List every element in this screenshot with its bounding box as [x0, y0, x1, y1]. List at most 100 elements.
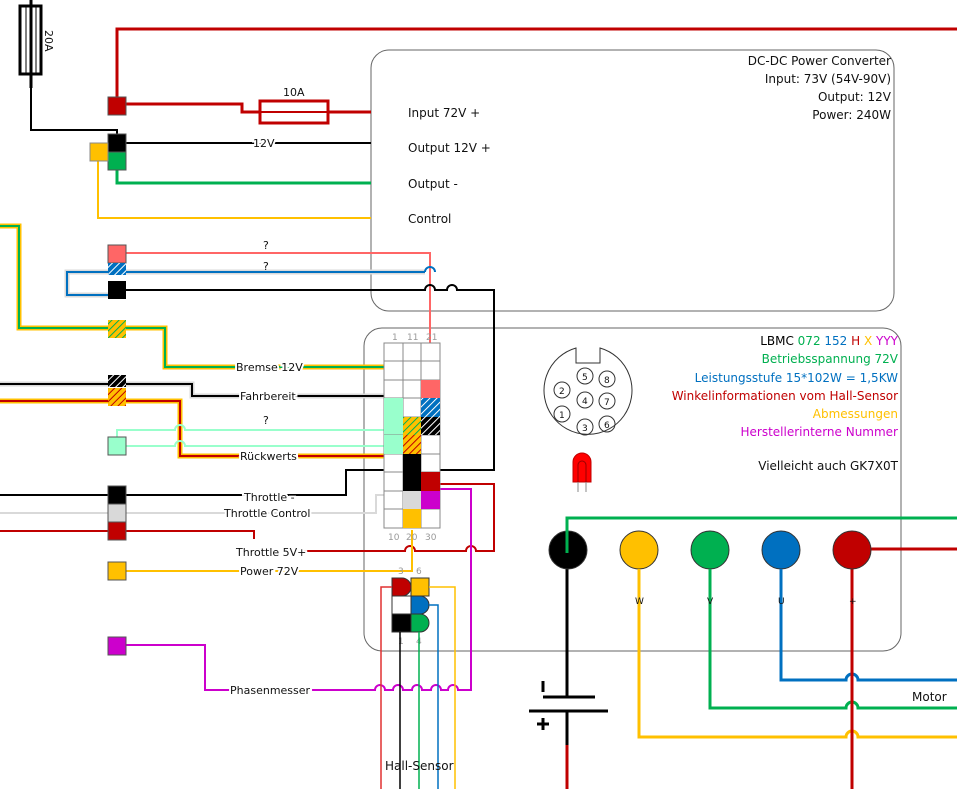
wire-control [97, 160, 371, 219]
hall-sensor-label: Hall-Sensor [385, 759, 454, 773]
controller-model: LBMC 072 152 H X YYY [760, 334, 898, 348]
wire-throttle-5v [300, 483, 495, 552]
motor-label: Motor [912, 690, 947, 704]
terminal-v [690, 530, 730, 570]
wire-reverse [0, 398, 415, 459]
grid-label-1: 1 [392, 333, 398, 343]
legend-0: Betriebsspannung 72V [762, 352, 899, 366]
round-connector [543, 347, 633, 436]
wire-label-throttle-control: Throttle Control [223, 507, 310, 520]
wire-label-ready: Fahrbereit [240, 390, 296, 403]
connector-salmon [107, 244, 127, 264]
connector-power72 [107, 561, 127, 581]
connector-throttle-gray [107, 503, 127, 523]
wire-phase-meter [125, 488, 472, 691]
legend-1: Leistungsstufe 15*102W = 1,5KW [695, 371, 898, 385]
wire-output-minus [115, 168, 371, 185]
model-part-0: LBMC [760, 334, 797, 348]
led-icon [572, 452, 592, 492]
wire-main-black [30, 88, 371, 144]
wire-brake-left [0, 223, 413, 395]
wire-label-12v: 12V [253, 137, 275, 150]
wire-label-reverse: Rückwerts [240, 450, 297, 463]
label-u: U [778, 597, 785, 607]
connector-throttle-black [107, 485, 127, 505]
pin-8: 8 [604, 376, 610, 386]
connector-black [107, 133, 127, 153]
hall-pin-6: 6 [416, 567, 422, 577]
grid-label-10: 10 [388, 533, 400, 543]
connector-mint [107, 436, 127, 456]
controller-box [363, 327, 902, 652]
wire-label-brake: Bremse 12V [236, 361, 303, 374]
hall-pin-1: 1 [398, 637, 404, 647]
alt-model: Vielleicht auch GK7X0T [758, 459, 898, 473]
converter-title: DC-DC Power Converter [748, 54, 891, 68]
label-w: W [635, 597, 644, 607]
wire-mint-1 [116, 416, 396, 440]
terminal-w [619, 530, 659, 570]
connector-throttle-red [107, 521, 127, 541]
legend-3: Abmessungen [813, 407, 898, 421]
wire-u-blue [779, 550, 957, 682]
grid-label-21: 21 [426, 333, 437, 343]
label-v: V [707, 597, 714, 607]
terminal-control: Control [408, 212, 451, 226]
pin-7: 7 [604, 398, 610, 408]
wire-throttle-red [0, 530, 255, 539]
converter-power-spec: Power: 240W [812, 108, 891, 122]
wire-label-phase-meter: Phasenmesser [230, 684, 311, 697]
battery-icon [529, 681, 608, 745]
pin-6: 6 [604, 421, 610, 431]
legend-4: Herstellerinterne Nummer [741, 425, 899, 439]
wire-label-throttle-5v: Throttle 5V+ [235, 546, 306, 559]
wire-label-power72: Power 72V [240, 565, 299, 578]
pin-4: 4 [582, 397, 588, 407]
wire-label-throttle-minus: Throttle - [243, 491, 295, 504]
main-fuse-label: 20A [42, 30, 55, 52]
pin-3: 3 [582, 424, 588, 434]
hall-pin-3: 3 [398, 567, 404, 577]
wire-black-right [125, 284, 495, 471]
wire-throttle-minus [0, 469, 410, 496]
wire-mint-2 [125, 440, 395, 447]
main-fuse [18, 0, 43, 88]
converter-fuse-label: 10A [283, 86, 305, 99]
converter-input-spec: Input: 73V (54V-90V) [765, 72, 891, 86]
grid-label-20: 20 [406, 533, 418, 543]
connector-yellow [89, 142, 109, 162]
connector-hatched-yellow [108, 320, 126, 338]
model-part-4: X [864, 334, 876, 348]
connector-red [107, 96, 127, 116]
hall-connector [391, 577, 430, 633]
wire-converter-input [125, 102, 371, 114]
pin-2: 2 [559, 387, 565, 397]
controller-connector-grid [383, 342, 441, 529]
model-part-1: 072 [798, 334, 825, 348]
hall-wires [380, 586, 456, 789]
wire-v-green [708, 550, 957, 710]
wire-label-unknown1: ? [263, 239, 269, 252]
wire-power72 [125, 530, 413, 572]
wire-top-red [115, 27, 957, 105]
model-part-2: 152 [824, 334, 851, 348]
terminal-output-minus: Output - [408, 177, 458, 191]
wire-unknown-salmon [125, 252, 431, 383]
connector-phase-meter [107, 636, 127, 656]
pin-5: 5 [582, 373, 588, 383]
legend-2: Winkelinformationen vom Hall-Sensor [672, 389, 898, 403]
model-part-3: H [851, 334, 864, 348]
label-plus: + [849, 597, 857, 607]
dc-dc-converter-box [370, 49, 895, 312]
terminal-u [761, 530, 801, 570]
terminal-input: Input 72V + [408, 106, 480, 120]
wire-throttle-control [0, 494, 405, 514]
wire-label-unknown2: ? [263, 260, 269, 273]
connector-green [107, 151, 127, 171]
grid-label-30: 30 [425, 533, 437, 543]
pin-1: 1 [559, 411, 565, 421]
wire-label-unknown3: ? [263, 414, 269, 427]
converter-output-spec: Output: 12V [818, 90, 892, 104]
model-part-5: YYY [875, 334, 899, 348]
